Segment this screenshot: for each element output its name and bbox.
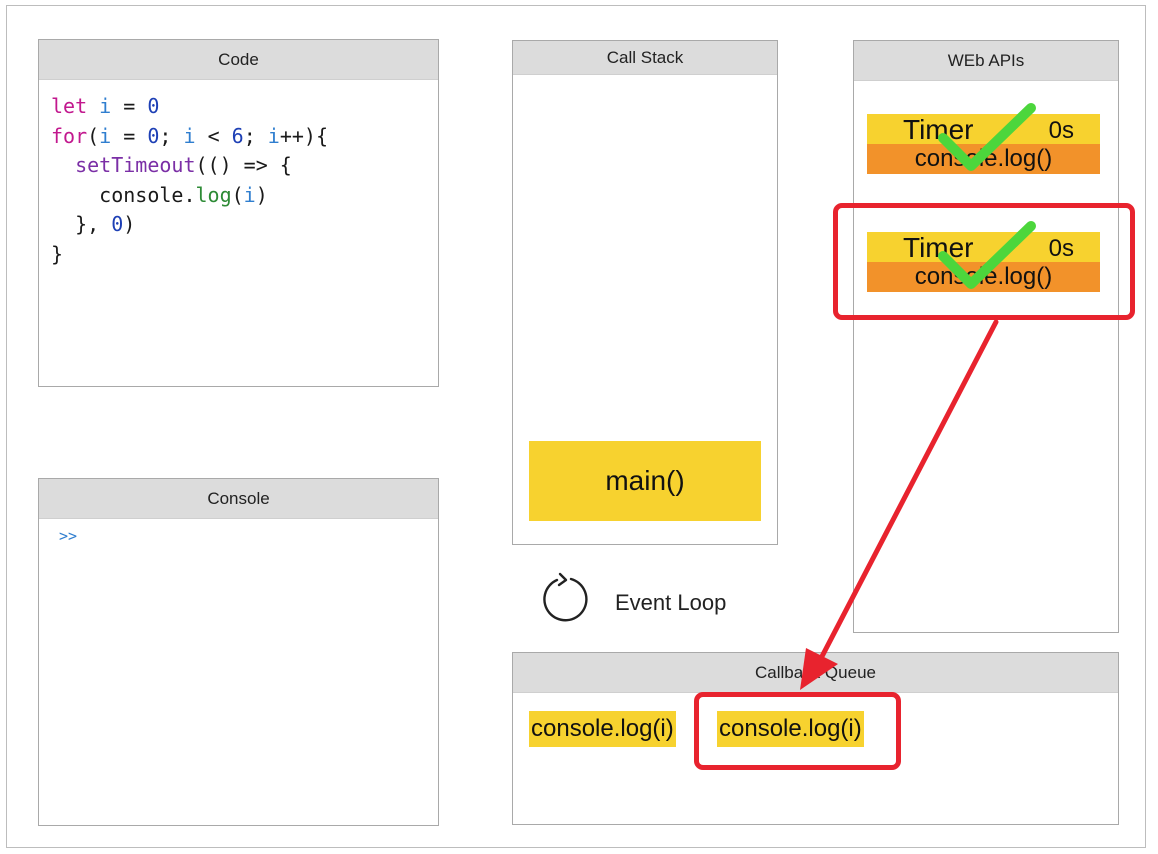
code-panel-title: Code: [39, 40, 438, 80]
code-line: setTimeout(() => {: [75, 153, 292, 177]
call-stack-panel: Call Stack main(): [512, 40, 778, 545]
web-apis-panel: WEb APIs Timer 0s console.log() Timer 0s…: [853, 40, 1119, 633]
timer-time: 0s: [1048, 235, 1074, 262]
code-line: }: [51, 241, 64, 266]
timer-time: 0s: [1048, 117, 1074, 144]
console-panel-title: Console: [39, 479, 438, 519]
highlight-box-timer: [833, 203, 1135, 320]
event-loop-label: Event Loop: [615, 590, 727, 615]
call-stack-title: Call Stack: [513, 41, 777, 75]
code-line: console.log(i): [51, 182, 268, 207]
highlight-box-queue: [694, 692, 901, 770]
queued-callback: console.log(i): [529, 711, 676, 747]
call-stack-frame: main(): [529, 441, 761, 521]
callback-queue-title: Callback Queue: [513, 653, 1118, 693]
diagram-frame: [6, 5, 1146, 848]
code-line: }, 0): [51, 212, 136, 236]
console-panel: Console >>: [38, 478, 439, 826]
refresh-icon: [543, 572, 588, 622]
console-prompt: >>: [59, 527, 78, 545]
code-block: let i = 0 for(i = 0; i < 6; i++){ setTime…: [39, 80, 438, 269]
timer-callback: console.log(): [867, 144, 1100, 174]
queued-callback: console.log(i): [717, 711, 864, 747]
timer-block: Timer 0s console.log(): [867, 103, 1100, 174]
code-panel: Code let i = 0 for(i = 0; i < 6; i++){ se…: [38, 39, 439, 387]
timer-label: Timer: [903, 114, 974, 145]
code-line: for(i = 0; i < 6; i++){: [51, 123, 329, 148]
web-apis-title: WEb APIs: [854, 41, 1118, 81]
code-line: let i = 0: [51, 94, 160, 118]
